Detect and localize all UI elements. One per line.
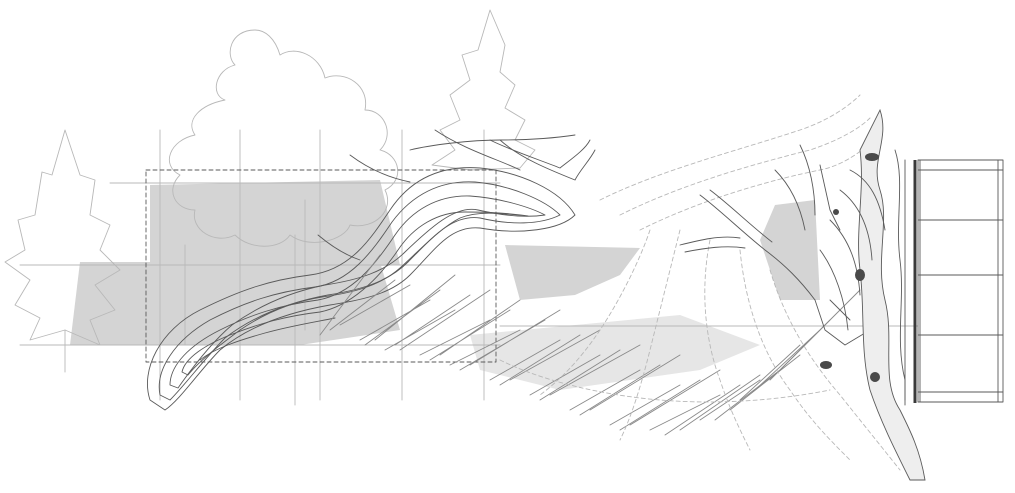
dashed-selection-frame [145, 169, 497, 363]
tree-trunk-with-branches [679, 144, 871, 346]
topographic-root-contours [147, 129, 596, 411]
grey-background-masses [70, 180, 820, 390]
facade-elevation [917, 159, 1004, 403]
layered-wall-section [819, 108, 926, 481]
dashed-flow-lines [499, 94, 901, 471]
